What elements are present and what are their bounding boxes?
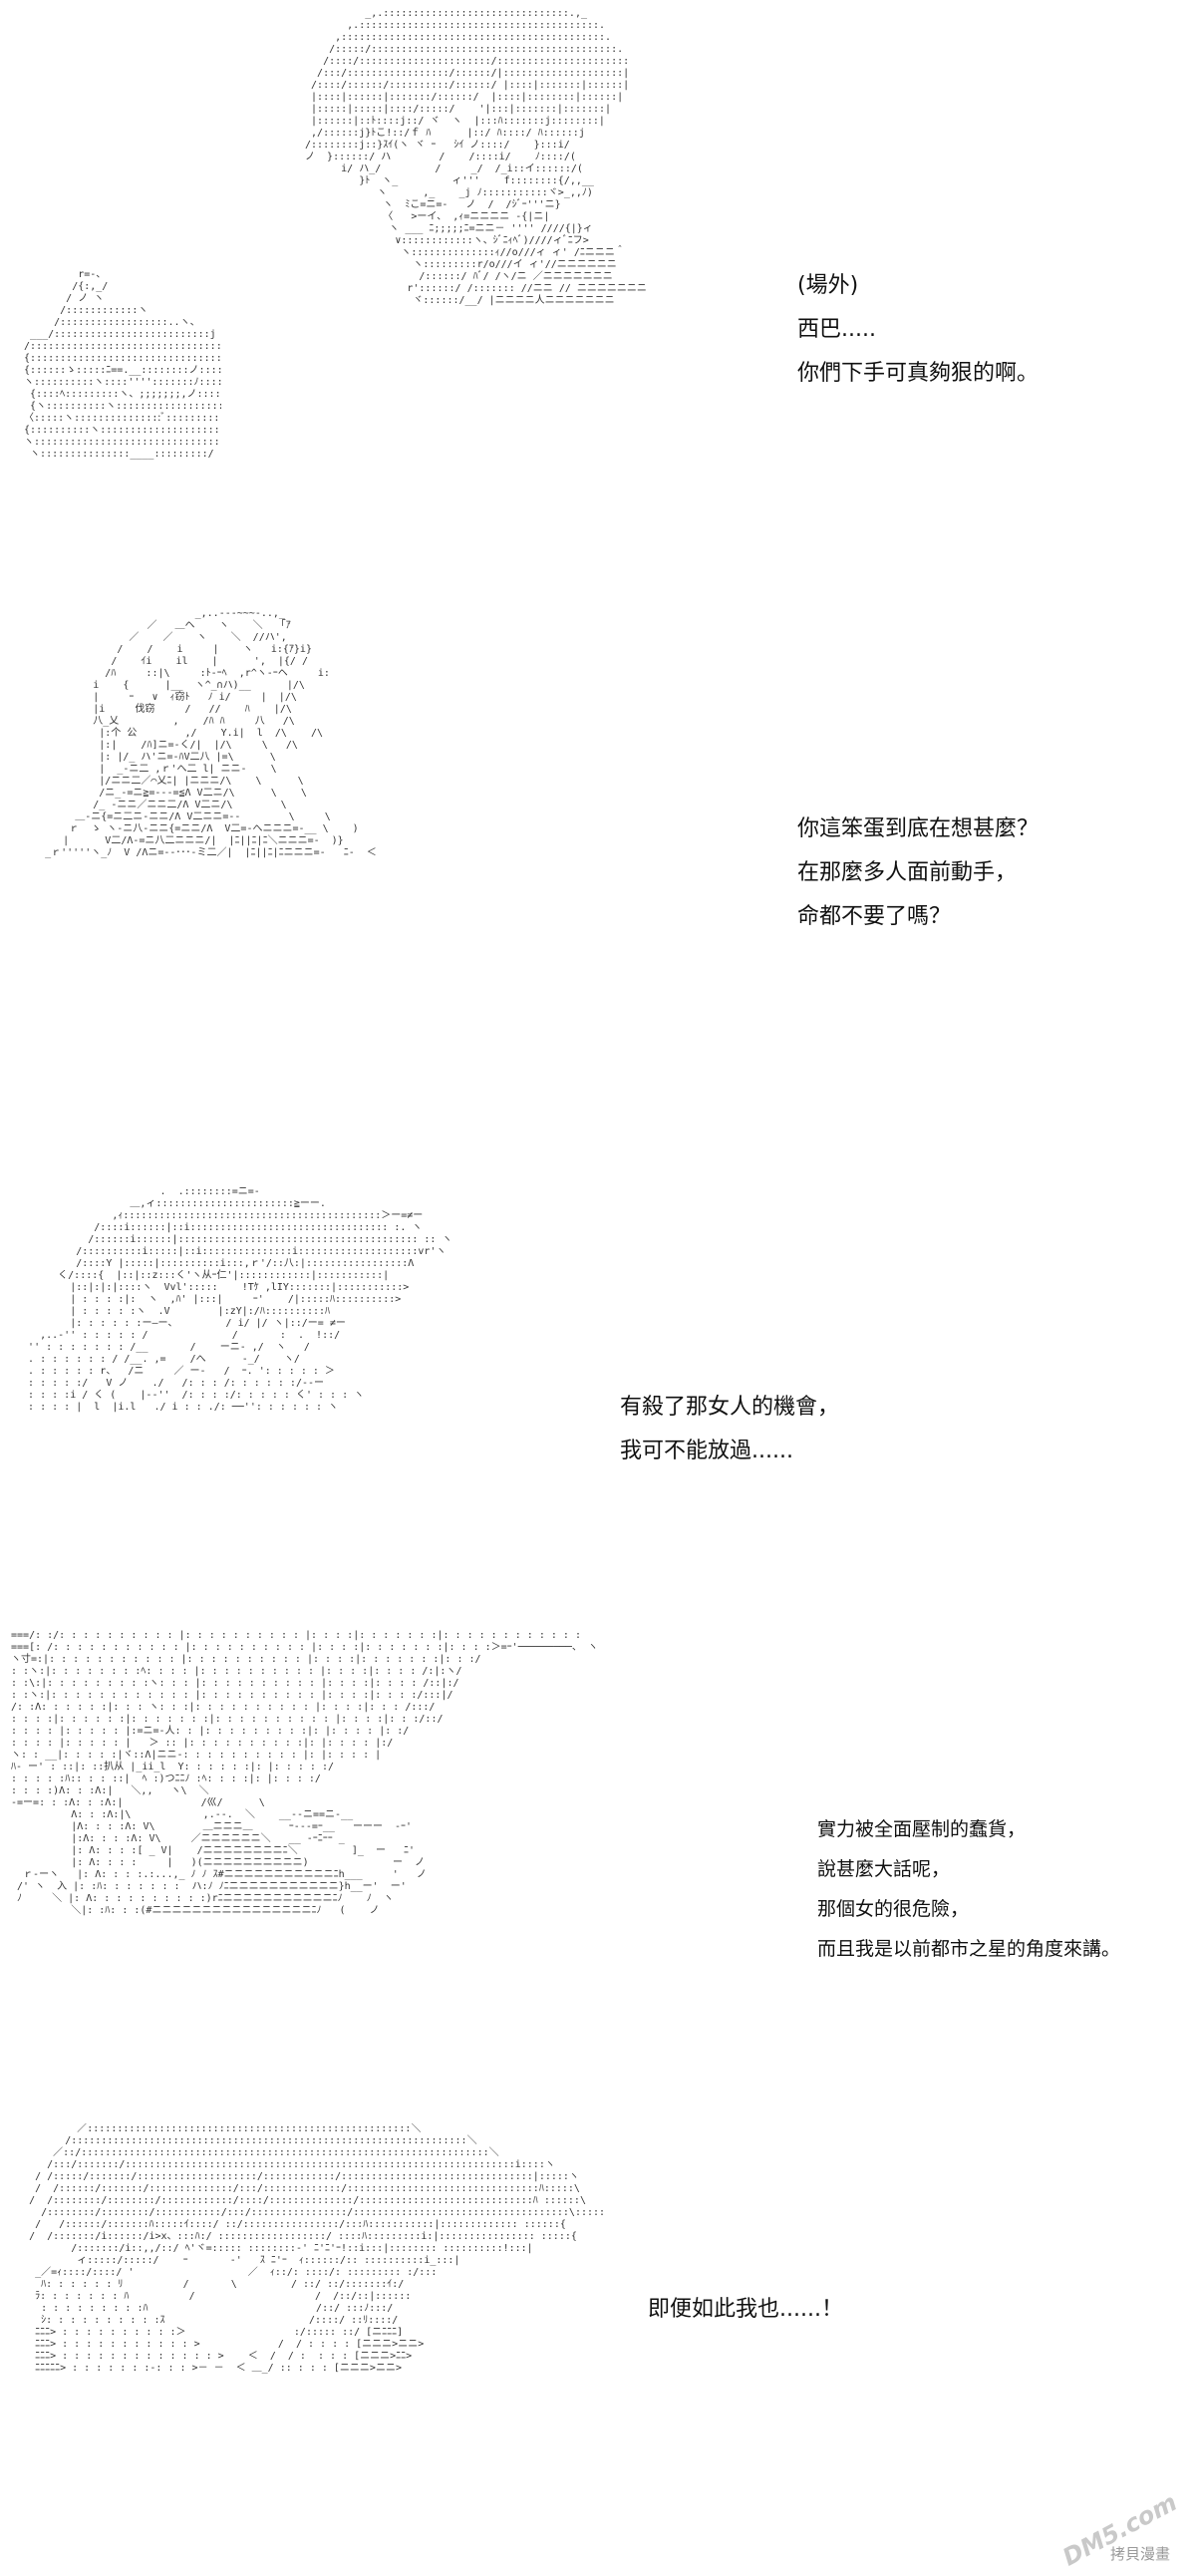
ascii-art-angry-character: _,..---~~~-..,_ ／ ＿ヘ ヽ ＼ ｢ｱ ／ ／ ヽ ＼ //ハ'… (45, 608, 377, 858)
dialog-line: 有殺了那女人的機會， (620, 1395, 840, 1420)
panel-1: _,.:::::::::::::::::::::::::::::::.,_ ,.… (0, 0, 1196, 598)
dialog-line: 而且我是以前都市之星的角度來講。 (817, 1938, 1121, 1960)
dialog-line: 那個女的很危險， (817, 1898, 970, 1920)
panel-2-dialog: 你這笨蛋到底在想甚麼？ 在那麼多人面前動手， 命都不要了嗎？ (797, 807, 1039, 939)
ascii-art-cup: r=-、 /{:,_/ / ノ ヽ /::::::::::::ヽ /::::::… (24, 269, 221, 460)
ascii-art-determined-character: ／:::::::::::::::::::::::::::::::::::::::… (29, 2123, 606, 2374)
panel-5-dialog: 即便如此我也......！ (648, 2288, 843, 2332)
dialog-line: 說甚麼大話呢， (817, 1858, 951, 1880)
dialog-line: (場外) (797, 273, 859, 298)
dialog-line: 即便如此我也......！ (648, 2297, 843, 2322)
panel-3: . .::::::::=ニ=- ＿,ィ:::::::::::::::::::::… (0, 1156, 1196, 1625)
dialog-line: 你們下手可真夠狠的啊。 (797, 361, 1040, 386)
dialog-line: 實力被全面壓制的蠢貨， (817, 1818, 1027, 1840)
dialog-line: 我可不能放過...... (620, 1439, 793, 1463)
ascii-art-smirking-character: . .::::::::=ニ=- ＿,ィ:::::::::::::::::::::… (28, 1186, 452, 1413)
panel-1-dialog: (場外) 西巴..... 你們下手可真夠狠的啊。 (797, 264, 1039, 396)
dialog-line: 命都不要了嗎？ (797, 904, 952, 929)
watermark-caption: 拷貝漫畫 (1109, 2545, 1170, 2563)
panel-4: ===/: :/: : : : : : : : : : |: : : : : :… (0, 1625, 1196, 2093)
panel-2: _,..---~~~-..,_ ／ ＿ヘ ヽ ＼ ｢ｱ ／ ／ ヽ ＼ //ハ'… (0, 598, 1196, 1156)
panel-3-dialog: 有殺了那女人的機會， 我可不能放過...... (620, 1386, 839, 1473)
dialog-line: 西巴..... (797, 317, 876, 342)
dialog-line: 在那麼多人面前動手， (797, 860, 1018, 885)
dialog-line: 你這笨蛋到底在想甚麼？ (797, 816, 1040, 841)
ascii-art-bar-scene: ===/: :/: : : : : : : : : : |: : : : : :… (11, 1630, 598, 1916)
panel-5: ／:::::::::::::::::::::::::::::::::::::::… (0, 2093, 1196, 2576)
ascii-art-character-drinking: _,.:::::::::::::::::::::::::::::::.,_ ,.… (305, 8, 647, 306)
site-watermark: DM5.com 拷貝漫畫 (1029, 2488, 1181, 2572)
panel-4-dialog: 實力被全面壓制的蠢貨， 說甚麼大話呢， 那個女的很危險， 而且我是以前都市之星的… (817, 1809, 1120, 1969)
